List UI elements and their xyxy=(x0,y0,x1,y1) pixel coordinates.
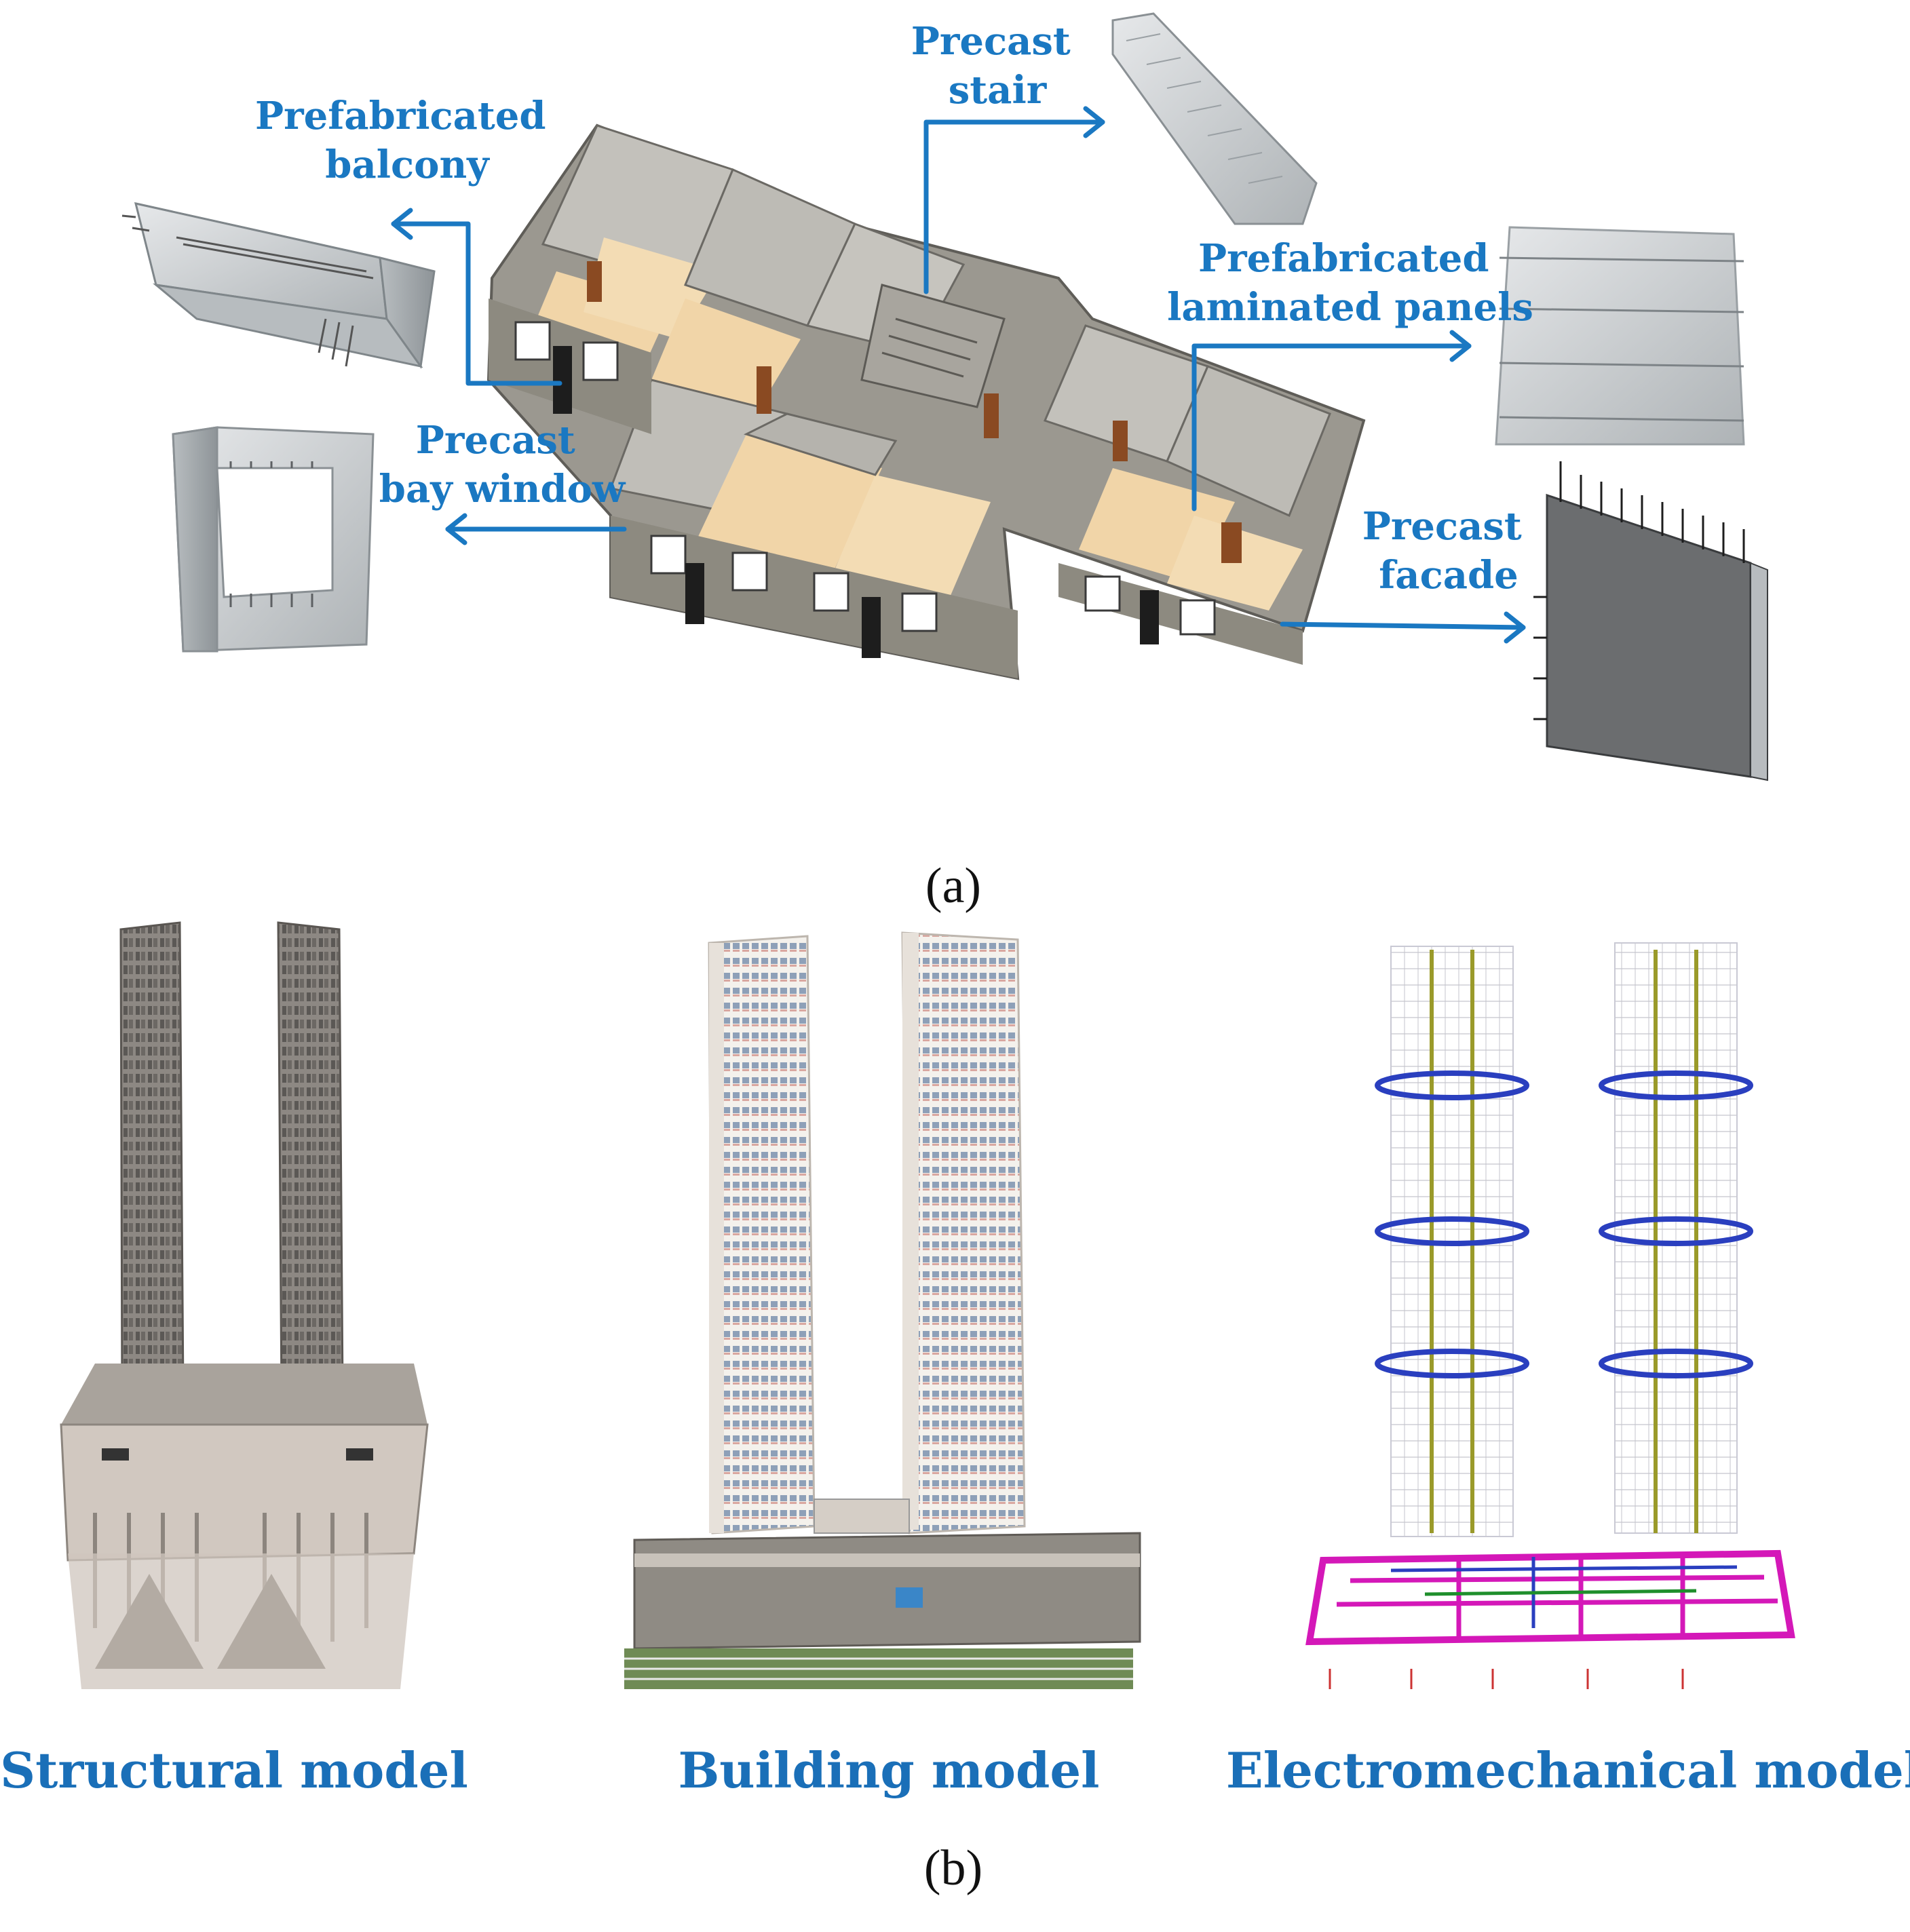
floor-plan-model xyxy=(486,123,1366,680)
railing xyxy=(685,563,704,624)
label-facade: Precast facade xyxy=(1362,504,1535,598)
electromechanical-model-image xyxy=(1305,942,1795,1689)
room xyxy=(744,412,898,476)
label-balcony: Prefabricated balcony xyxy=(255,94,559,187)
title-structural-model: Structural model xyxy=(0,1741,468,1799)
panel-b: Structural model Building model Electrom… xyxy=(0,921,1910,1896)
railing xyxy=(553,346,572,414)
title-electromechanical-model: Electromechanical model xyxy=(1226,1741,1910,1799)
arrow-stair xyxy=(923,106,1105,294)
title-building-model: Building model xyxy=(678,1741,1099,1799)
facade-component xyxy=(1533,461,1768,781)
arrow-bay-window xyxy=(445,513,627,545)
caption-a: (a) xyxy=(925,858,981,914)
stair-component xyxy=(1111,12,1318,225)
label-bay-window: Precast bay window xyxy=(379,418,626,511)
panel-a: Prefabricated balcony Precast bay window… xyxy=(121,12,1768,914)
door xyxy=(587,261,602,302)
structural-model-image xyxy=(60,921,429,1689)
door xyxy=(1113,421,1128,461)
arrow-laminated-panels xyxy=(1191,330,1472,511)
railing xyxy=(1140,590,1159,644)
label-laminated-panels: Prefabricated laminated panels xyxy=(1167,236,1533,330)
door xyxy=(984,393,999,438)
stair-core xyxy=(860,284,1006,408)
door xyxy=(757,366,771,414)
label-stair: Precast stair xyxy=(911,19,1084,113)
laminated-panel-component xyxy=(1495,226,1745,446)
windows xyxy=(514,321,1216,636)
bay-window-component xyxy=(172,426,375,653)
room-floor xyxy=(835,475,991,597)
arrow-facade xyxy=(1280,611,1526,644)
door xyxy=(1221,522,1242,563)
arrow-balcony xyxy=(391,208,562,386)
room xyxy=(1166,365,1331,518)
building-model-image xyxy=(624,931,1141,1689)
balcony-component xyxy=(121,202,436,369)
caption-b: (b) xyxy=(924,1840,982,1896)
railing xyxy=(862,597,881,658)
